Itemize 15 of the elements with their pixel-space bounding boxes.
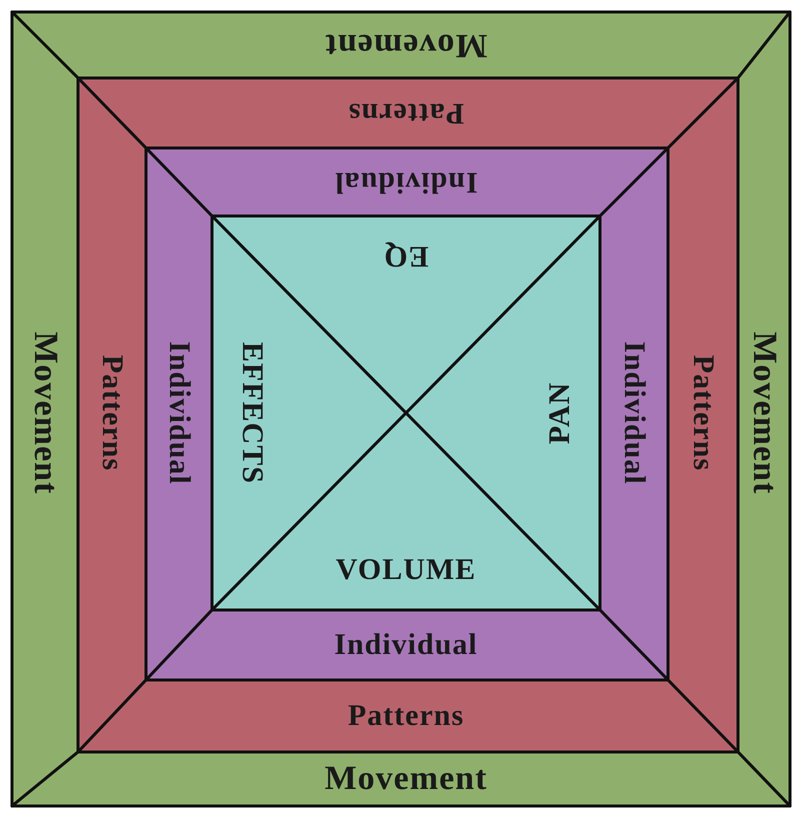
segment-label: Movement [745, 332, 783, 494]
segment-label: Patterns [348, 699, 464, 733]
segment-label: Individual [162, 341, 196, 485]
segment-label: Patterns [348, 96, 464, 130]
segment-label: Movement [324, 26, 488, 64]
segment-label: Movement [324, 760, 488, 798]
segment-label: EQ [383, 239, 429, 273]
segment-label: Patterns [686, 354, 720, 472]
segment-label: Individual [334, 165, 478, 199]
segment-label: PAN [543, 382, 577, 444]
segment-label: EFFECTS [235, 342, 269, 484]
segment-label: Movement [26, 332, 64, 494]
segment-label: VOLUME [336, 553, 476, 587]
segment-label: Individual [334, 628, 478, 662]
segment-label: Individual [617, 341, 651, 485]
